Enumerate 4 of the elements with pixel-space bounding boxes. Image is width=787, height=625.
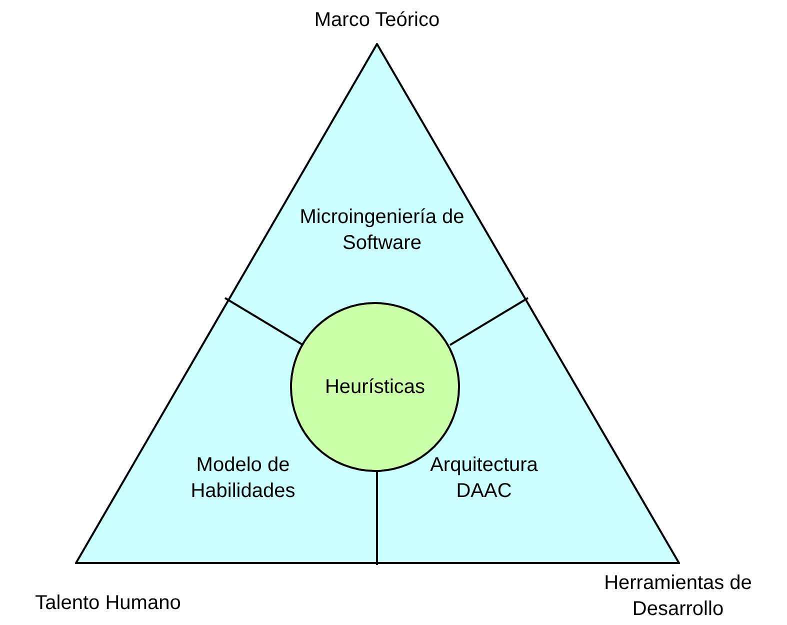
region-label: Microingeniería de Software bbox=[300, 204, 464, 256]
corner-label: Marco Teórico bbox=[313, 8, 441, 33]
corner-label: Talento Humano bbox=[34, 591, 182, 616]
corner-label: Herramientas de Desarrollo bbox=[603, 571, 753, 622]
